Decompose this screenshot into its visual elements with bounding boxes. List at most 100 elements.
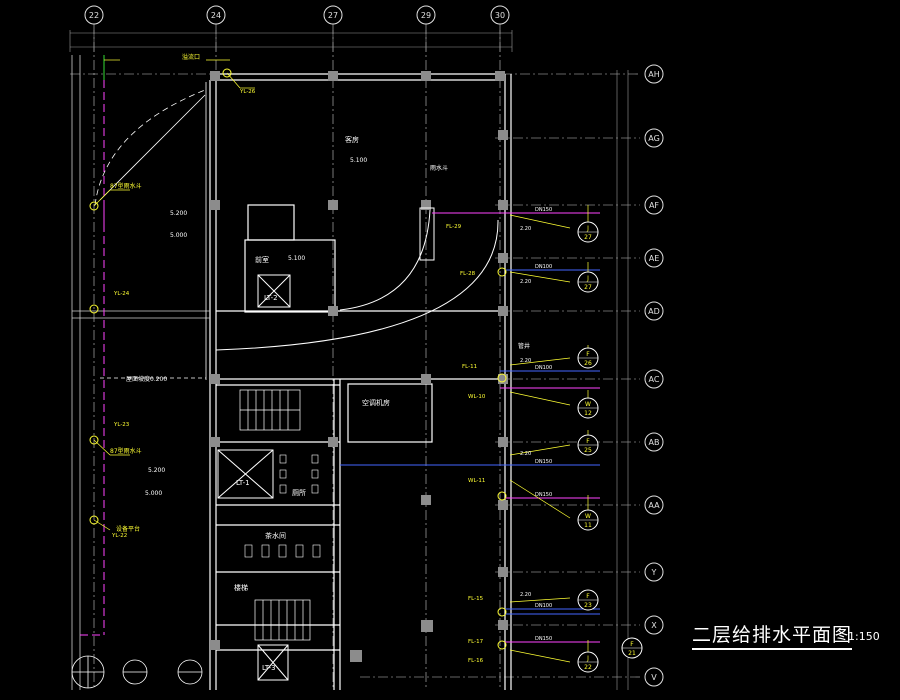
slope-label-2: 2.20 xyxy=(520,279,531,285)
row-bubble-AH xyxy=(644,64,664,84)
size-label-6: DN100 xyxy=(535,603,552,609)
riser-8-bot: 22 xyxy=(584,664,592,671)
elevator-shafts xyxy=(217,274,291,681)
drawing-scale: 1:150 xyxy=(848,630,880,643)
row-bubble-AF xyxy=(644,195,664,215)
pipe-tag-4: YL-22 xyxy=(111,533,127,539)
pipe-tag-12: FL-16 xyxy=(468,658,484,664)
slope-label-5: 2.20 xyxy=(520,592,531,598)
elevator-3-label: LT-3 xyxy=(262,664,276,672)
row-bubble-AB xyxy=(644,432,664,452)
room-pantry-label: 茶水间 xyxy=(265,531,286,540)
pipe-tag-10: FL-15 xyxy=(468,596,484,602)
building-walls xyxy=(71,55,512,690)
size-label-1: DN150 xyxy=(535,207,552,213)
row-dimension-lines xyxy=(616,70,629,690)
riser-6-top: W xyxy=(585,513,591,520)
pipe-tag-9: WL-11 xyxy=(468,478,485,484)
slope-label-4: 2.20 xyxy=(520,451,531,457)
pipe-tag-2: YL-24 xyxy=(113,291,130,297)
riser-1-bot: 27 xyxy=(584,234,592,241)
elevation-roof2: 5.200 xyxy=(148,467,165,474)
size-label-4: DN150 xyxy=(535,459,552,465)
row-label-X: X xyxy=(651,621,657,630)
riser-2-bot: 27 xyxy=(584,284,592,291)
column-bubble-27 xyxy=(323,5,343,25)
toilet-fixtures xyxy=(244,454,321,558)
size-label-3: DN100 xyxy=(535,365,552,371)
roof-slope-lines xyxy=(94,82,207,380)
row-bubbles xyxy=(644,64,664,687)
curved-corridor xyxy=(215,207,499,351)
riser-2-top: J xyxy=(586,275,589,282)
row-label-AD: AD xyxy=(648,307,660,316)
riser-5-top: F xyxy=(586,438,590,445)
stairs-lower xyxy=(254,599,311,641)
column-bubble-24 xyxy=(206,5,226,25)
riser-9-bot: 21 xyxy=(628,650,636,657)
size-label-7: DN150 xyxy=(535,636,552,642)
pipe-tag-1: YL-26 xyxy=(239,89,256,95)
row-label-Y: Y xyxy=(651,568,657,577)
pipe-tag-5: FL-29 xyxy=(446,224,462,230)
structural-columns xyxy=(210,71,508,662)
row-label-AF: AF xyxy=(649,201,659,210)
size-label-2: DN100 xyxy=(535,264,552,270)
row-label-AA: AA xyxy=(648,501,660,510)
riser-8-top: J xyxy=(586,655,589,662)
row-bubble-X xyxy=(644,615,664,635)
elevation-main: 5.100 xyxy=(350,157,367,164)
drawing-title: 二层给排水平面图 xyxy=(692,624,853,650)
riser-3-top: F xyxy=(586,351,590,358)
row-label-AE: AE xyxy=(649,254,660,263)
bottom-fixtures xyxy=(71,655,203,689)
size-label-5: DN150 xyxy=(535,492,552,498)
row-bubble-AA xyxy=(644,495,664,515)
row-label-AH: AH xyxy=(648,70,660,79)
riser-5-bot: 25 xyxy=(584,447,592,454)
riser-7-bot: 23 xyxy=(584,602,592,609)
note-roof-drain: 雨水斗 xyxy=(430,164,448,172)
riser-nodes xyxy=(89,68,507,650)
slope-label-1: 2.20 xyxy=(520,226,531,232)
riser-9-top: F xyxy=(630,641,634,648)
column-bubbles xyxy=(84,5,510,25)
riser-6-bot: 11 xyxy=(584,522,592,529)
note-overflow: 溢流口 xyxy=(182,53,200,61)
riser-7-top: F xyxy=(586,593,590,600)
row-label-V: V xyxy=(651,673,657,682)
riser-4-top: W xyxy=(585,401,591,408)
room-lobby-label: 前室 xyxy=(255,255,269,264)
row-label-AC: AC xyxy=(649,375,660,384)
slope-note: 屋面坡度0.200 xyxy=(126,375,167,383)
elevation-roof1: 5.200 xyxy=(170,210,187,217)
leader-lines xyxy=(93,59,589,663)
note-rain-outlet-top: 87型雨水斗 xyxy=(110,182,142,190)
pipe-tag-7: FL-11 xyxy=(462,364,477,370)
elevation-main2: 5.100 xyxy=(288,255,305,262)
pipe-tag-3: YL-23 xyxy=(113,422,130,428)
column-label-24: 24 xyxy=(211,11,221,20)
top-dimension-lines xyxy=(69,30,513,52)
column-label-27: 27 xyxy=(328,11,338,20)
riser-4-bot: 12 xyxy=(584,410,592,417)
elevator-2-label: LT-2 xyxy=(264,294,278,302)
slope-label-3: 2.20 xyxy=(520,358,531,364)
note-pipe-well: 管井 xyxy=(518,342,530,350)
row-bubble-V xyxy=(644,667,664,687)
column-bubble-30 xyxy=(490,5,510,25)
row-bubble-Y xyxy=(644,562,664,582)
row-bubble-AD xyxy=(644,301,664,321)
pipe-tag-6: FL-28 xyxy=(460,271,476,277)
stairs-upper xyxy=(239,389,301,431)
riser-1-top: J xyxy=(586,225,589,232)
pipe-tag-11: FL-17 xyxy=(468,639,484,645)
elevator-1-label: LT-1 xyxy=(236,479,250,487)
riser-3-bot: 26 xyxy=(584,360,592,367)
note-rain-outlet-mid: 87型雨水斗 xyxy=(110,447,142,455)
title-block: 二层给排水平面图 1:150 xyxy=(692,624,892,654)
row-label-AB: AB xyxy=(649,438,660,447)
room-equipment-label: 空调机房 xyxy=(362,398,390,407)
column-label-30: 30 xyxy=(495,11,505,20)
